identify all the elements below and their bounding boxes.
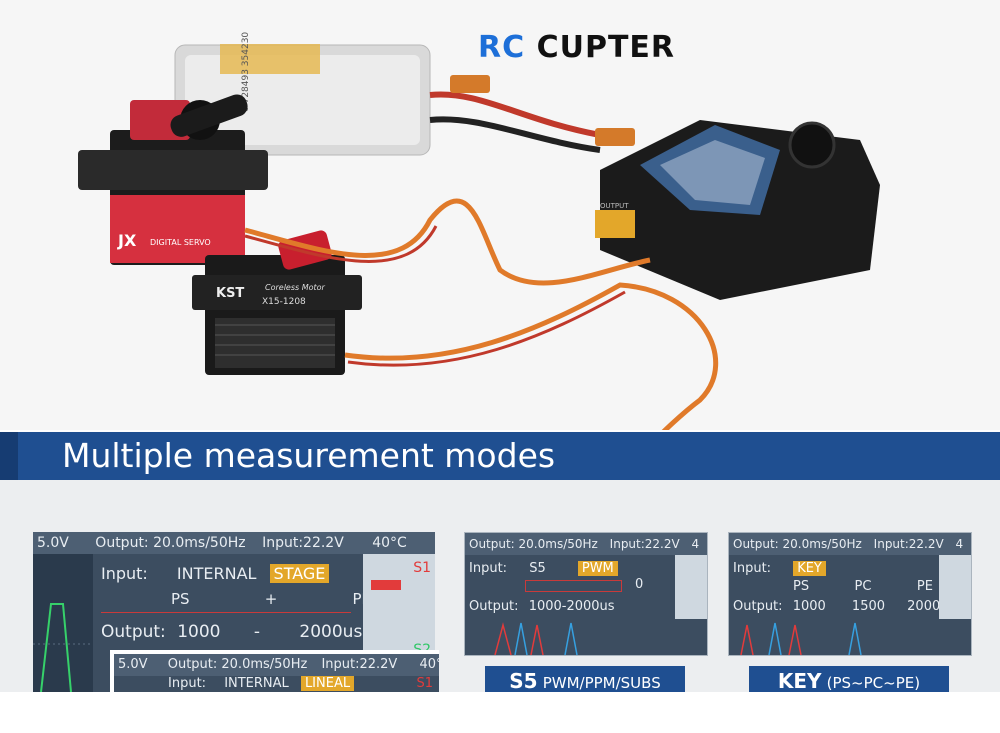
value-text: 0 xyxy=(635,577,644,592)
screen-pwm-mode: Output: 20.0ms/50Hz Input:22.2V 4 Input:… xyxy=(464,532,708,656)
banner-title: Multiple measurement modes xyxy=(62,436,556,475)
input-channel: S5 xyxy=(529,561,546,576)
servo-tester-device: OUTPUT xyxy=(595,120,880,300)
output-dash: - xyxy=(253,622,260,642)
screen-lineal-mode: 5.0V Output: 20.0ms/50Hz Input:22.2V 40°… xyxy=(110,650,439,696)
output-row: Output: 1000-2000us xyxy=(469,599,615,614)
output-label: Output: xyxy=(733,599,783,614)
jx-brand-label: JX xyxy=(117,231,137,250)
screen-header: Output: 20.0ms/50Hz Input:22.2V 4 xyxy=(729,533,971,555)
s1-indicator xyxy=(371,580,401,590)
battery-barcode-label: 6 728493 354230 xyxy=(241,32,251,112)
input-label: Input: xyxy=(733,561,772,576)
caption-key: KEY (PS~PC~PE) xyxy=(749,666,949,693)
mode-tag-lineal: LINEAL xyxy=(300,676,355,691)
input-row: Input: INTERNAL STAGE xyxy=(101,564,330,583)
header-voltage: 5.0V xyxy=(118,657,148,672)
lipo-battery: 6 728493 354230 xyxy=(174,32,431,156)
col-plus: + xyxy=(264,590,278,608)
product-photo: 6 728493 354230 JX DIGITAL SERVO xyxy=(78,30,880,491)
kst-sub-label: Coreless Motor xyxy=(265,283,326,292)
header-input: Input:22.2V xyxy=(262,535,344,551)
columns-row: PS + PE xyxy=(171,590,371,608)
output-label: Output: xyxy=(101,622,166,642)
waveform-graph xyxy=(740,622,862,655)
header-temperature: 40°C xyxy=(419,657,439,672)
logo-copter: CUPTER xyxy=(536,30,675,65)
page-footer xyxy=(0,692,1000,733)
kst-brand-label: KST xyxy=(216,286,244,301)
input-row: Input: S5 PWM xyxy=(469,561,618,576)
input-label: Input: xyxy=(168,676,207,691)
header-output: Output: 20.0ms/50Hz xyxy=(95,535,246,551)
screen-header: 5.0V Output: 20.0ms/50Hz Input:22.2V 40°… xyxy=(33,532,435,554)
channel-panel xyxy=(939,555,971,619)
value-bar xyxy=(525,580,622,592)
logo-rc: RC xyxy=(478,30,526,65)
header-output: Output: 20.0ms/50Hz xyxy=(733,537,862,551)
waveform-graph xyxy=(494,622,578,655)
output-pe: 2000us xyxy=(299,622,363,642)
waveform-graph xyxy=(33,554,93,692)
output-ps: 1000 xyxy=(792,599,826,614)
kst-servo: KST Coreless Motor X15-1208 xyxy=(192,230,362,375)
caption-key-sub: (PS~PC~PE) xyxy=(826,674,921,692)
mode-tag-pwm: PWM xyxy=(577,561,618,576)
kst-model-label: X15-1208 xyxy=(262,297,306,307)
input-row: Input: INTERNAL LINEAL xyxy=(168,676,355,691)
header-input: Input:22.2V xyxy=(321,657,398,672)
input-row: Input: KEY xyxy=(733,561,826,576)
header-output: Output: 20.0ms/50Hz xyxy=(167,657,308,672)
output-row: Output: 1000 1500 2000us xyxy=(733,599,955,614)
mode-tag-key: KEY xyxy=(793,561,826,576)
input-label: Input: xyxy=(101,564,148,583)
col-pe: PE xyxy=(916,579,933,594)
output-range: 1000-2000us xyxy=(528,599,615,614)
modes-area: 5.0V Output: 20.0ms/50Hz Input:22.2V 40°… xyxy=(0,480,1000,696)
header-temperature: 4 xyxy=(955,537,964,551)
header-output: Output: 20.0ms/50Hz xyxy=(469,537,598,551)
output-label: Output: xyxy=(469,599,519,614)
col-pc: PC xyxy=(854,579,872,594)
header-voltage: 5.0V xyxy=(37,535,69,551)
columns-row: PS PC PE xyxy=(793,579,933,594)
col-ps: PS xyxy=(793,579,810,594)
jx-servo: JX DIGITAL SERVO xyxy=(78,94,268,265)
divider xyxy=(101,612,351,613)
header-input: Input:22.2V xyxy=(873,537,944,551)
header-temperature: 4 xyxy=(691,537,700,551)
device-output-label: OUTPUT xyxy=(600,202,629,210)
input-label: Input: xyxy=(469,561,508,576)
section-banner: Multiple measurement modes xyxy=(0,432,1000,480)
channel-s1: S1 xyxy=(416,676,433,691)
screen-header: 5.0V Output: 20.0ms/50Hz Input:22.2V 40°… xyxy=(114,654,439,676)
product-illustration: 6 728493 354230 JX DIGITAL SERVO xyxy=(78,32,880,491)
header-temperature: 40°C xyxy=(372,535,407,551)
rccopter-logo: RC CUPTER xyxy=(478,30,675,65)
caption-pwm: S5 PWM/PPM/SUBS xyxy=(485,666,685,693)
header-input: Input:22.2V xyxy=(609,537,680,551)
output-row: Output: 1000 - 2000us xyxy=(101,622,362,642)
output-ps: 1000 xyxy=(177,622,221,642)
banner-accent xyxy=(0,432,18,480)
screen-key-mode: Output: 20.0ms/50Hz Input:22.2V 4 Input:… xyxy=(728,532,972,656)
screen-header: Output: 20.0ms/50Hz Input:22.2V 4 xyxy=(465,533,707,555)
output-pc: 1500 xyxy=(851,599,886,614)
col-ps: PS xyxy=(171,590,190,608)
jx-servo-label: DIGITAL SERVO xyxy=(150,238,211,247)
caption-pwm-sub: PWM/PPM/SUBS xyxy=(542,674,661,692)
channel-s1: S1 xyxy=(413,560,431,576)
channel-panel xyxy=(675,555,707,619)
mode-tag-stage: STAGE xyxy=(269,564,330,583)
caption-key-main: KEY xyxy=(777,669,822,693)
caption-pwm-main: S5 xyxy=(509,669,538,693)
input-source: INTERNAL xyxy=(176,564,257,583)
input-source: INTERNAL xyxy=(224,676,289,691)
